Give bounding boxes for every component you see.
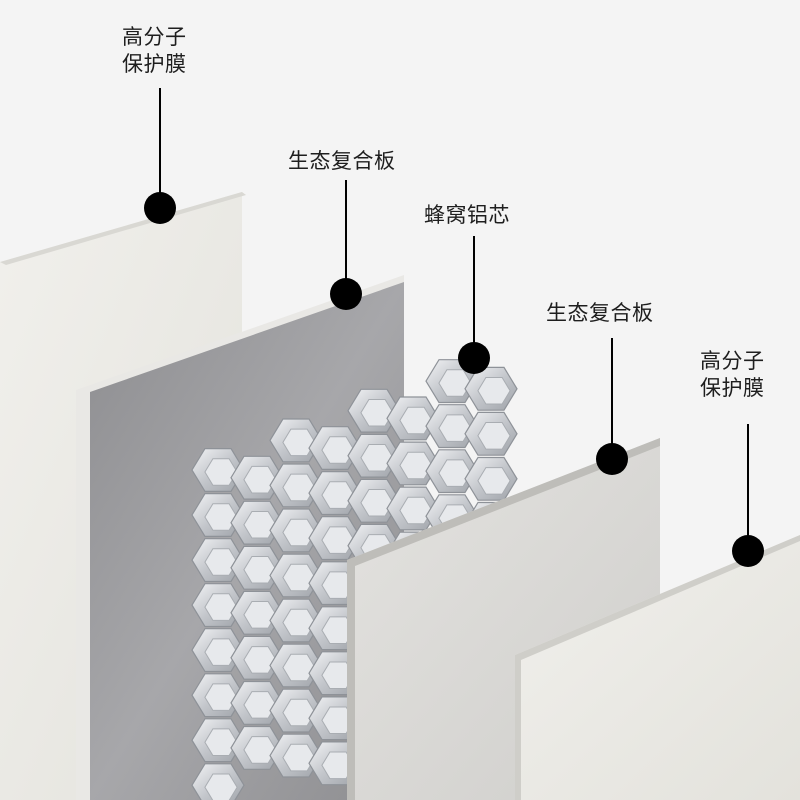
marker-dot-core: [458, 342, 490, 374]
label-film-right-line-2: 保护膜: [700, 375, 765, 402]
label-board-left-line-1: 生态复合板: [288, 148, 396, 175]
label-core: 蜂窝铝芯: [424, 202, 510, 229]
label-film-left-line-1: 高分子: [122, 24, 187, 51]
label-core-line-1: 蜂窝铝芯: [424, 202, 510, 229]
label-board-right: 生态复合板: [546, 300, 654, 327]
marker-dot-board-left: [330, 278, 362, 310]
label-film-left: 高分子 保护膜: [122, 24, 187, 78]
label-board-left: 生态复合板: [288, 148, 396, 175]
label-film-right-line-1: 高分子: [700, 348, 765, 375]
marker-dot-film-left: [144, 192, 176, 224]
marker-dot-film-right: [732, 535, 764, 567]
label-board-right-line-1: 生态复合板: [546, 300, 654, 327]
label-film-right: 高分子 保护膜: [700, 348, 765, 402]
marker-dot-board-right: [596, 443, 628, 475]
label-film-left-line-2: 保护膜: [122, 51, 187, 78]
